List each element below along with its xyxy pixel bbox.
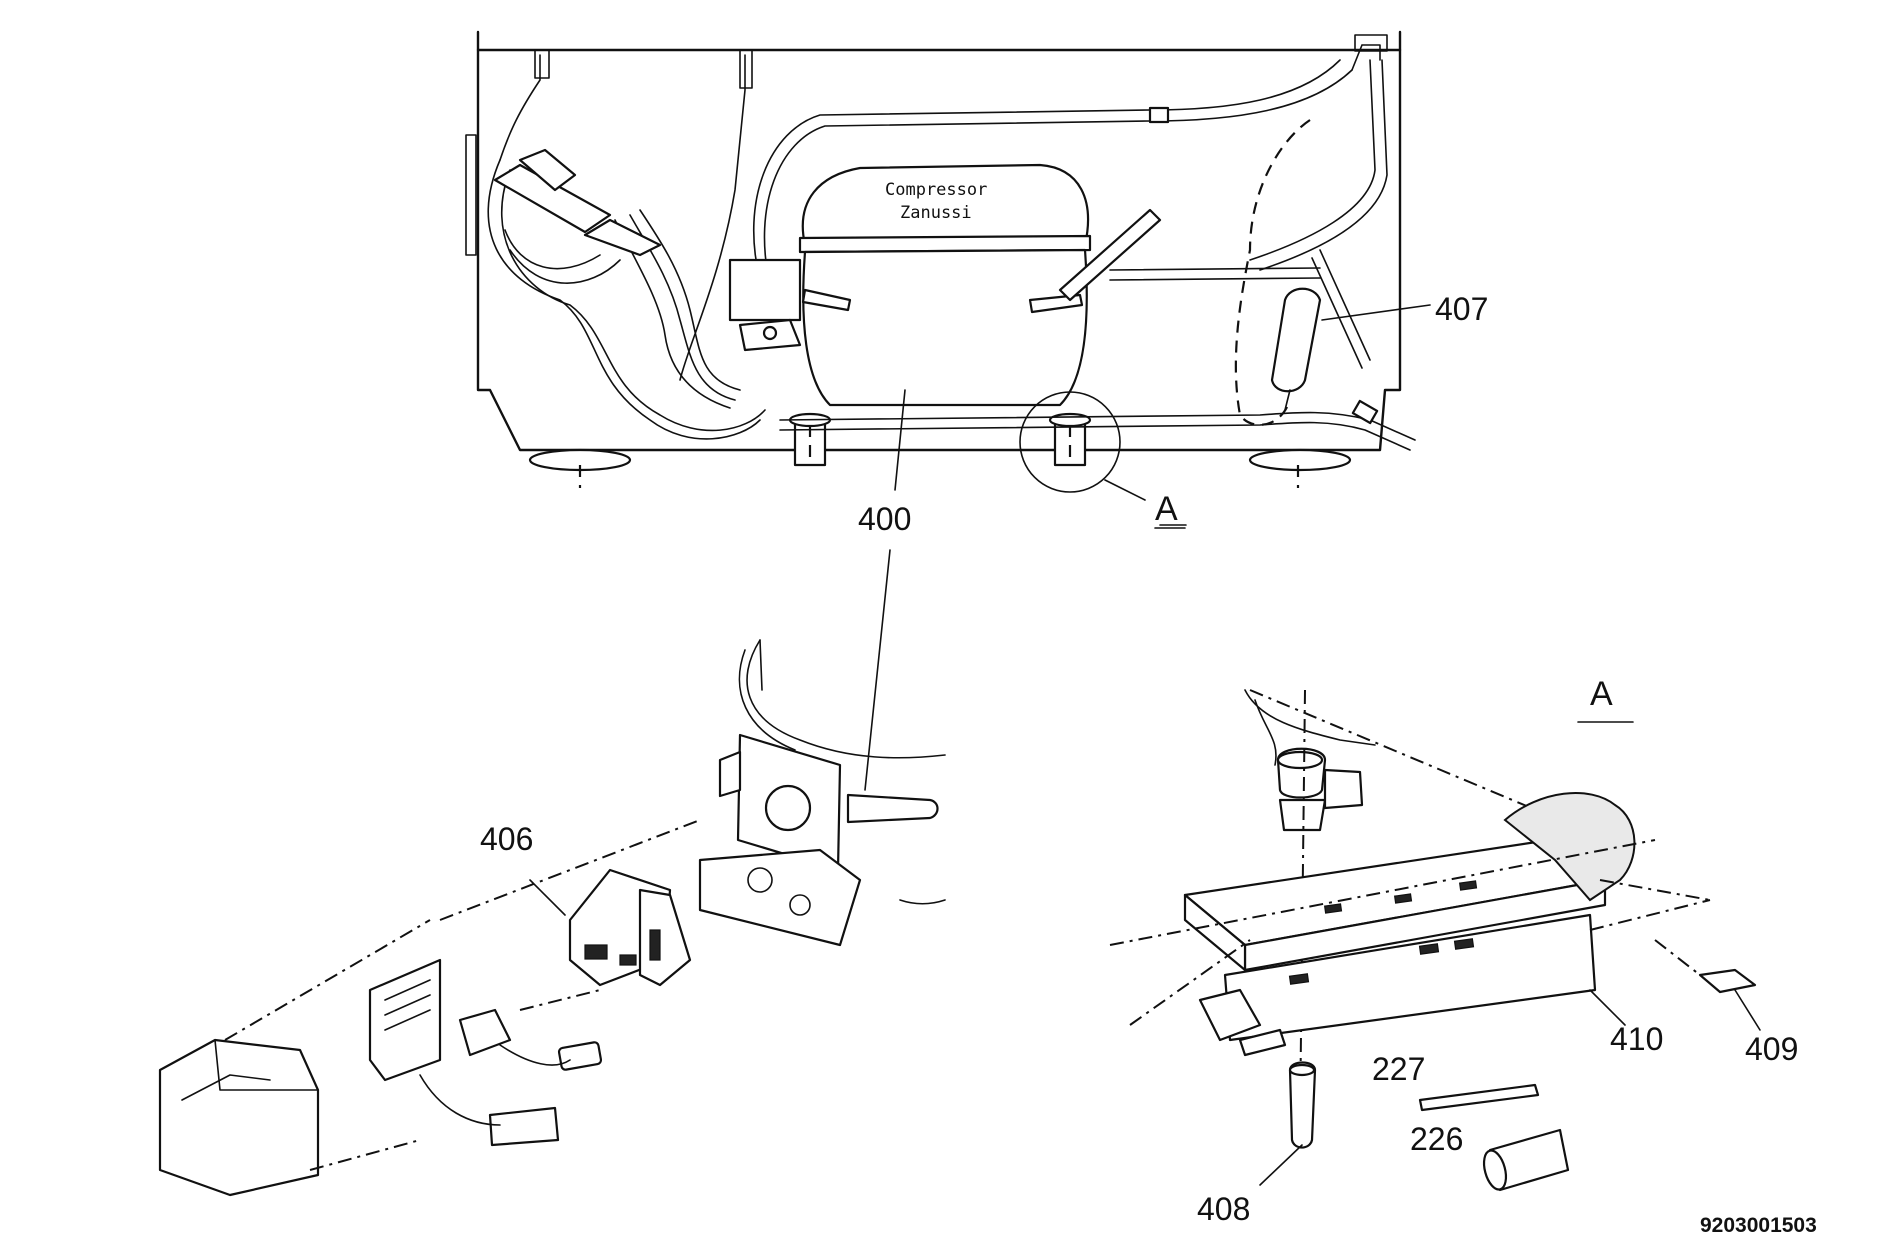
callout-detail-ref: A	[1155, 490, 1178, 528]
compressor-brand-line1: Compressor	[885, 180, 987, 200]
top-leaders	[894, 304, 1431, 526]
detail-a-circle	[1019, 391, 1121, 493]
callout-410: 410	[1610, 1021, 1663, 1057]
callout-227: 227	[1372, 1051, 1425, 1087]
detail-a-view	[1109, 689, 1761, 1192]
callout-409: 409	[1745, 1031, 1798, 1067]
electrical-exploded-view	[158, 549, 946, 1197]
callout-400: 400	[858, 501, 911, 537]
compressor-bay-view: Compressor Zanussi	[465, 30, 1416, 493]
callout-406: 406	[480, 821, 533, 857]
callout-408: 408	[1197, 1191, 1250, 1227]
callout-226: 226	[1410, 1121, 1463, 1157]
detail-a-title: A	[1590, 675, 1613, 713]
callout-labels: 407 400 A 406 A 410 409 227 226 408 9203…	[480, 291, 1817, 1237]
callout-407: 407	[1435, 291, 1488, 327]
compressor-brand-line2: Zanussi	[900, 203, 972, 223]
drawing-code: 9203001503	[1700, 1214, 1817, 1237]
